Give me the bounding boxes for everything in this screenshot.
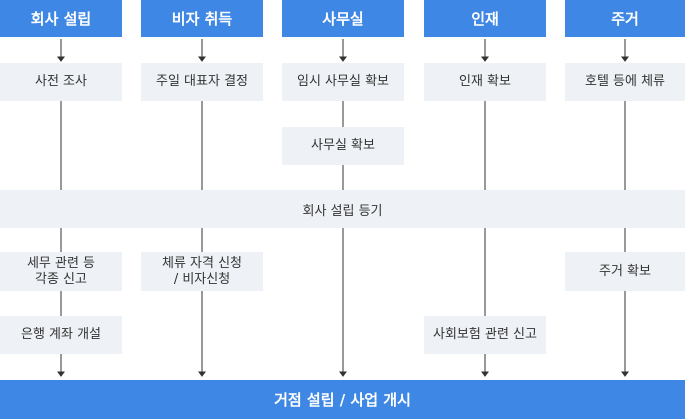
- column-header-label: 인재: [471, 10, 499, 28]
- column-header-label: 사무실: [322, 10, 364, 28]
- step-label: 임시 사무실 확보: [297, 74, 389, 89]
- step-label: 사무실 확보: [311, 138, 375, 153]
- column-header-visa: 비자 취득: [141, 0, 263, 37]
- step-label: 사전 조사: [35, 74, 87, 89]
- step-label: 주거 확보: [599, 263, 651, 279]
- column-header-talent: 인재: [424, 0, 546, 37]
- footer-label: 거점 설립 / 사업 개시: [274, 391, 411, 409]
- column-header-company: 회사 설립: [0, 0, 122, 37]
- column-header-label: 주거: [611, 10, 639, 28]
- step-tax-filing: 세무 관련 등 각종 신고: [0, 252, 122, 291]
- step-label-line: 세무 관련 등: [26, 255, 96, 271]
- step-housing-secure: 주거 확보: [565, 252, 685, 291]
- column-header-office: 사무실: [282, 0, 404, 37]
- step-office-secure: 사무실 확보: [282, 127, 404, 165]
- step-preliminary-survey: 사전 조사: [0, 63, 122, 101]
- step-representative-decision: 주일 대표자 결정: [141, 63, 263, 101]
- step-company-registration: 회사 설립 등기: [0, 190, 685, 228]
- step-talent-secure: 인재 확보: [424, 63, 546, 101]
- step-label-line: 체류 자격 신청: [161, 255, 243, 271]
- column-header-housing: 주거: [565, 0, 685, 37]
- step-bank-account: 은행 계좌 개설: [0, 316, 122, 354]
- step-label: 사회보험 관련 신고: [433, 327, 537, 342]
- column-header-label: 회사 설립: [30, 10, 92, 28]
- step-label: 회사 설립 등기: [302, 203, 383, 219]
- step-hotel-stay: 호텔 등에 체류: [565, 63, 685, 101]
- step-temporary-office: 임시 사무실 확보: [282, 63, 404, 101]
- step-social-insurance: 사회보험 관련 신고: [424, 316, 546, 354]
- step-label-line: 각종 신고: [35, 271, 87, 287]
- step-label-line: / 비자신청: [173, 271, 231, 287]
- business-launch-banner: 거점 설립 / 사업 개시: [0, 380, 685, 419]
- step-label: 은행 계좌 개설: [20, 327, 102, 342]
- step-residence-visa-application: 체류 자격 신청 / 비자신청: [141, 252, 263, 291]
- step-label: 인재 확보: [459, 74, 511, 89]
- step-label: 호텔 등에 체류: [584, 74, 666, 89]
- step-label: 주일 대표자 결정: [156, 74, 248, 89]
- column-header-label: 비자 취득: [171, 10, 233, 28]
